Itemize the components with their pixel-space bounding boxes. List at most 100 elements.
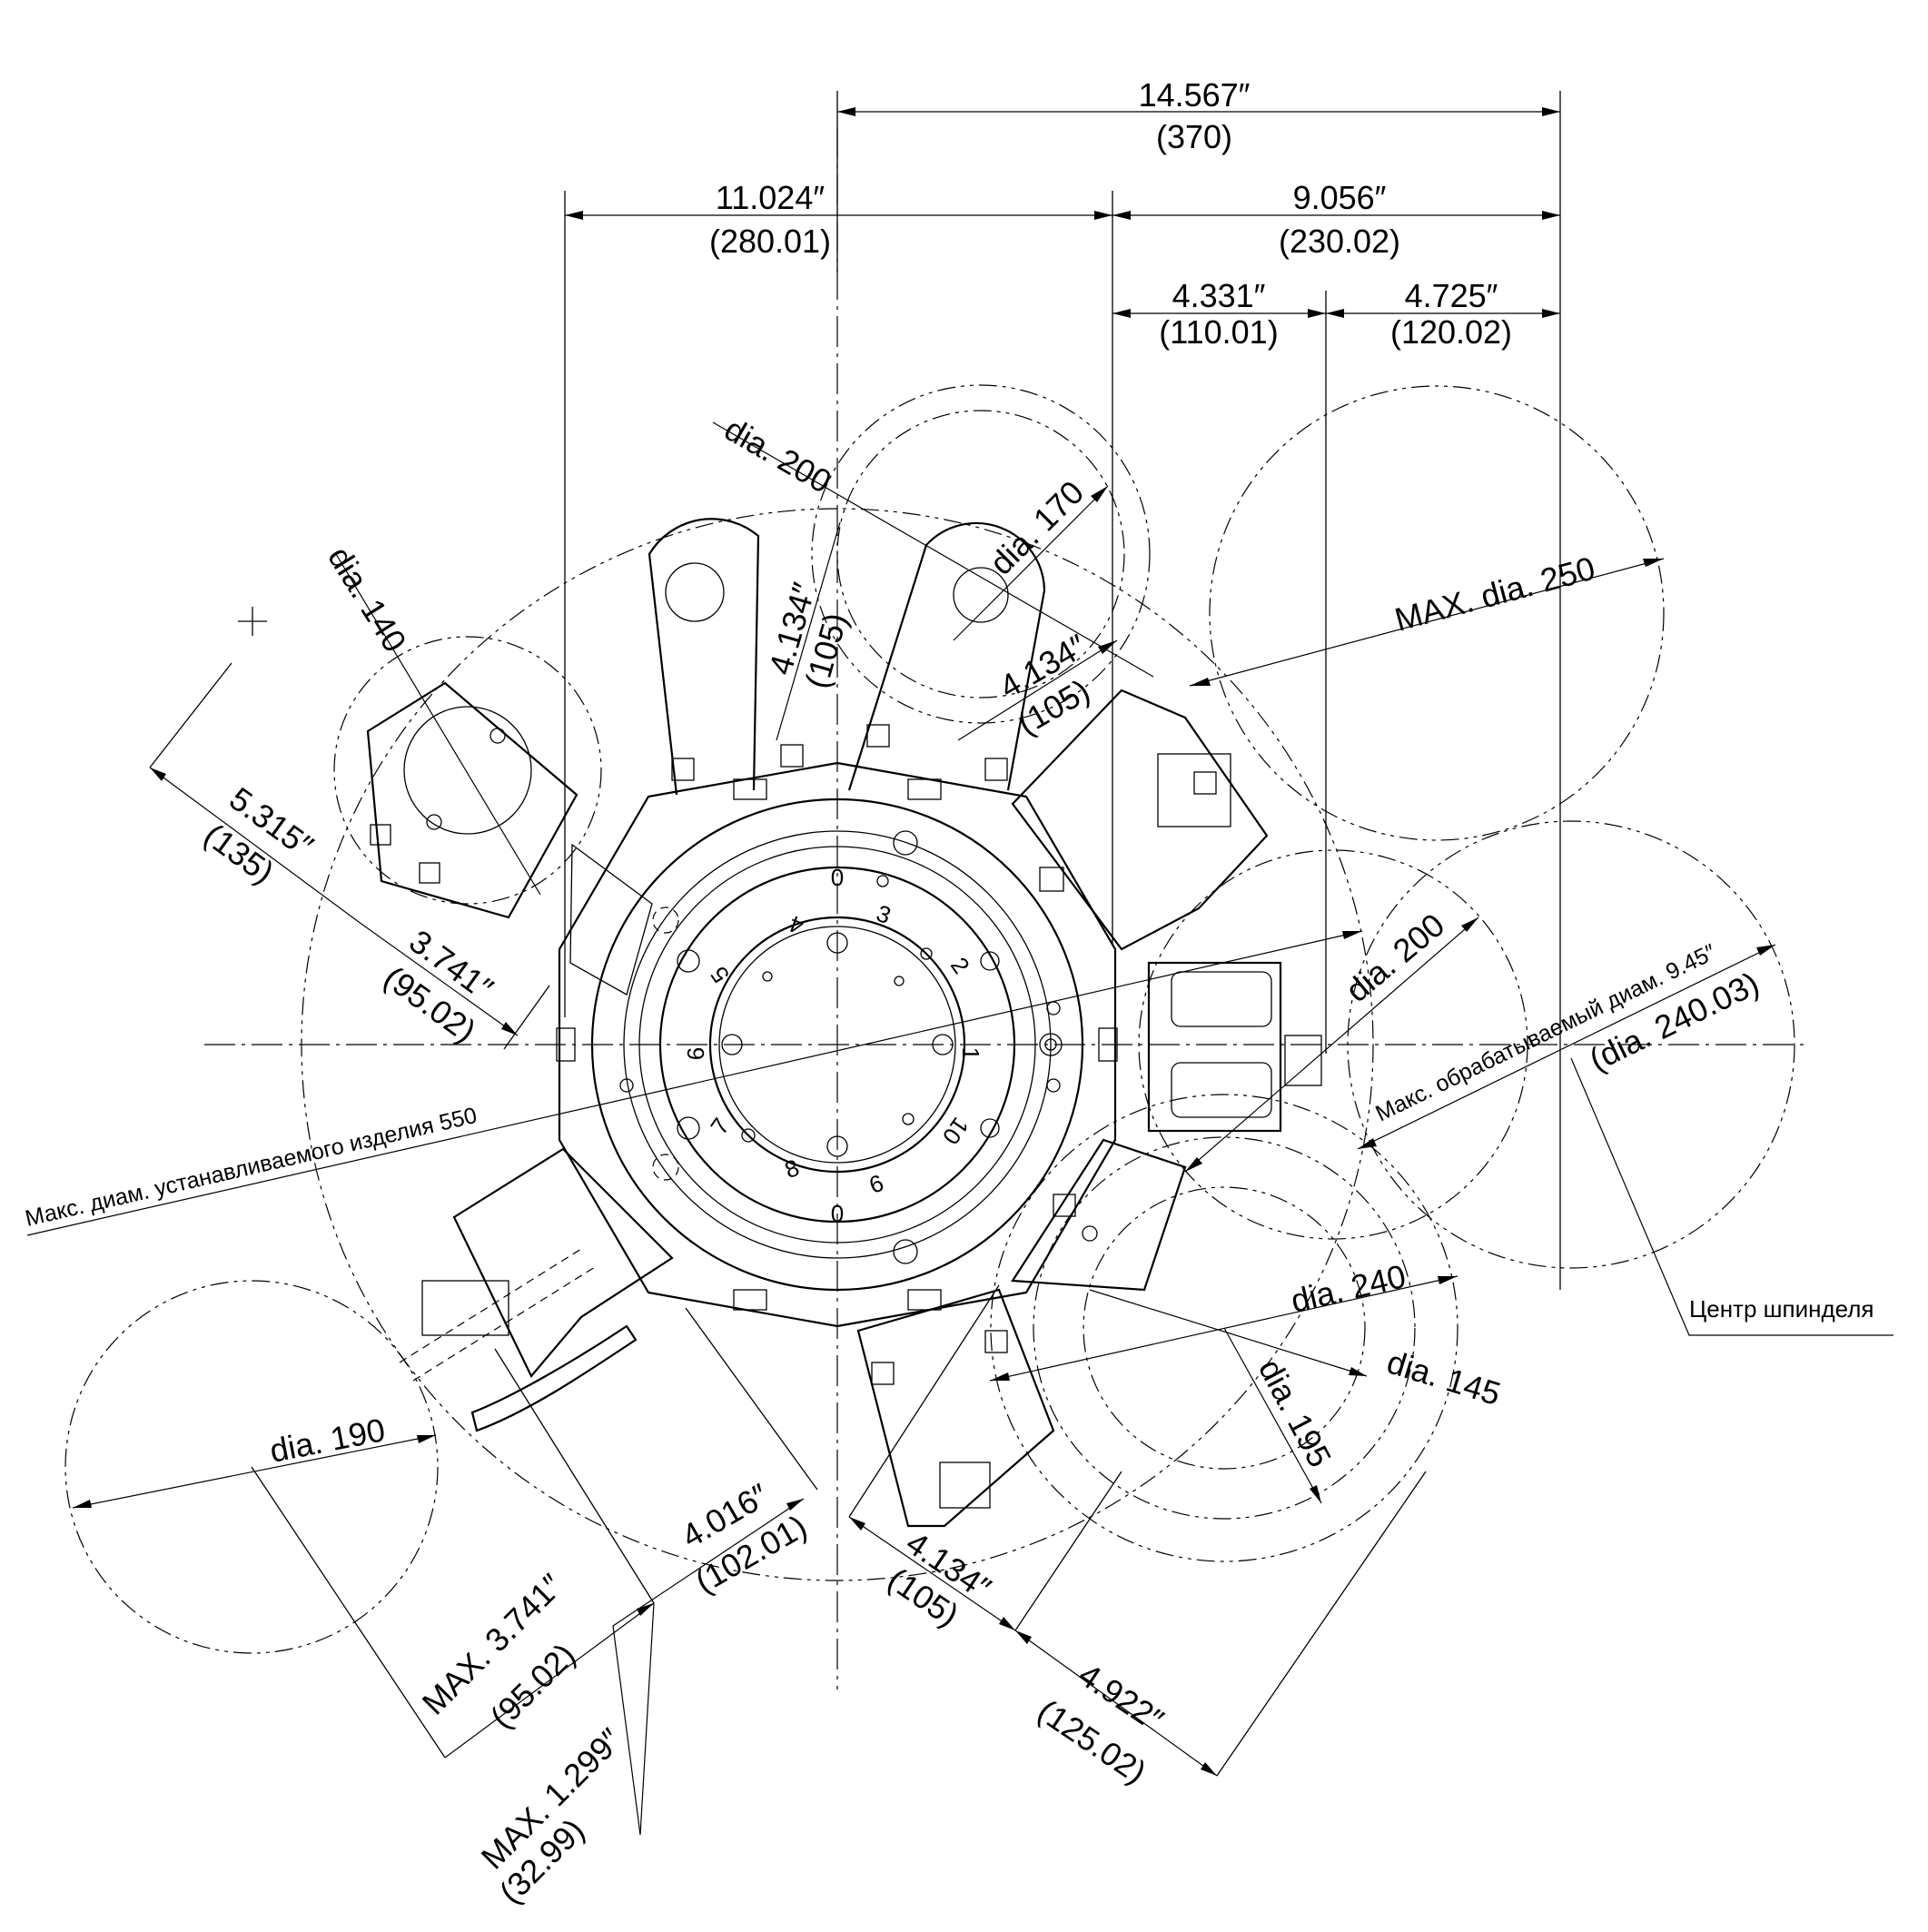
index-plate-inner [708, 916, 966, 1174]
toolholder-bottom [856, 1288, 1055, 1528]
arrowhead [1308, 309, 1326, 318]
turret-outline [558, 761, 1117, 1328]
extension-line [639, 1602, 655, 1836]
leader-dia-200-top [712, 421, 1154, 678]
index-plate-outer [658, 866, 1016, 1224]
turret-bolt-ring [623, 830, 1052, 1259]
bolt-hole [1039, 1033, 1063, 1056]
station-block [556, 1027, 576, 1062]
toolholder-disk [403, 706, 532, 835]
tool-axis-hidden [399, 1248, 582, 1363]
hidden-hole [652, 1154, 679, 1181]
arrowhead [1326, 309, 1344, 318]
arrowhead [786, 1499, 804, 1511]
station-block [1098, 1027, 1118, 1062]
station-block [733, 1289, 767, 1311]
index-hole [894, 976, 905, 986]
dia-170-circle [836, 410, 1125, 698]
arrowhead [990, 1372, 1010, 1381]
dim-11024-inch: 11.024″ [716, 179, 825, 216]
toolholder-bore [665, 562, 725, 622]
bolt-hole [619, 1078, 634, 1093]
arrowhead [1461, 917, 1478, 932]
toolholder-bolt [871, 1362, 895, 1385]
bolt-hole [1044, 1038, 1057, 1051]
station-number-9: 9 [865, 1169, 887, 1199]
toolholder-slot [1171, 1062, 1272, 1118]
toolholder-pin [1082, 1225, 1098, 1242]
toolholder-bolt [780, 744, 804, 768]
dia-145-label: dia. 145 [1383, 1342, 1505, 1412]
toolholder-housing [1157, 753, 1231, 827]
index-hole [932, 1034, 954, 1055]
leader-spindle-center [1570, 1057, 1893, 1336]
bolt-hole [741, 1128, 756, 1143]
dia-195-circle [1033, 1136, 1416, 1520]
dia-240-work-circle [1347, 820, 1795, 1269]
arrowhead [1015, 1630, 1032, 1644]
phantom-circles [64, 384, 1795, 1654]
index-mark-top: 0 [831, 864, 844, 891]
arrowhead [150, 768, 166, 781]
bolt-hole [893, 1239, 918, 1264]
bolt-hole [677, 949, 700, 973]
toolholder-motor [421, 1280, 509, 1336]
dim-4331-inch: 4.331″ [1172, 277, 1266, 314]
turret-body [556, 761, 1118, 1328]
bolt-hole [980, 951, 1000, 971]
dimension-line-dia-195 [1223, 1327, 1322, 1504]
index-hole [826, 932, 848, 954]
station-number-6: 6 [682, 1047, 709, 1060]
arrowhead [1112, 211, 1131, 220]
station-number-3: 3 [873, 899, 895, 929]
dimension-line-4134a [776, 521, 841, 741]
arrowhead [565, 211, 583, 220]
dimension-line-3741 [358, 921, 519, 1036]
arrowhead [1542, 211, 1560, 220]
index-hole [826, 1135, 848, 1157]
extension-line [1014, 1471, 1122, 1631]
arrowhead [1112, 309, 1131, 318]
arrowhead [1091, 486, 1108, 502]
turret-inner-ring [638, 846, 1036, 1243]
toolholder-pin [489, 728, 506, 744]
dia-240-label: dia. 240 [1288, 1257, 1409, 1320]
toolholder-housing [939, 1461, 991, 1509]
toolholder-pin [426, 814, 442, 830]
dimension-line-dia-250 [1189, 558, 1665, 687]
arrowhead [1190, 678, 1211, 686]
arrowhead [1438, 1276, 1458, 1284]
extension-line [848, 1284, 1000, 1518]
center-lines [204, 127, 1807, 1689]
dimension-line-max-1299 [612, 1625, 641, 1836]
toolholder-right-lower [1011, 1138, 1187, 1292]
dimension-line-dia-240 [989, 1275, 1458, 1382]
toolholder-bolt [1039, 867, 1064, 892]
arrowhead [1342, 931, 1362, 939]
arrowhead [999, 1617, 1015, 1630]
arrowhead [849, 1517, 865, 1531]
bolt-hole [876, 875, 889, 887]
dim-9056-mm: (230.02) [1279, 223, 1400, 260]
dia-250-circle [1209, 385, 1665, 841]
extension-line [251, 1466, 446, 1759]
station-number-2: 2 [945, 952, 975, 978]
arrowhead [1185, 1157, 1202, 1172]
dia-250-label: MAX. dia. 250 [1390, 550, 1598, 639]
toolholder-mount [569, 843, 653, 996]
bolt-hole [980, 1118, 1000, 1138]
spindle-center-label: Центр шпинделя [1689, 1295, 1874, 1323]
extension-line [503, 985, 550, 1050]
arrowhead [637, 1603, 654, 1616]
dim-9056-inch: 9.056″ [1293, 179, 1387, 216]
index-hole [902, 1113, 915, 1125]
toolholder-bolt [419, 862, 440, 884]
station-number-7: 7 [705, 1113, 735, 1139]
arrowhead [1310, 1485, 1321, 1503]
toolholder-bolt [370, 824, 391, 846]
toolholder-bolt [1053, 1194, 1076, 1217]
toolholder-lower-left [452, 1147, 674, 1379]
toolholder-slot [1171, 971, 1272, 1027]
toolholder-right-upper [1011, 689, 1269, 951]
